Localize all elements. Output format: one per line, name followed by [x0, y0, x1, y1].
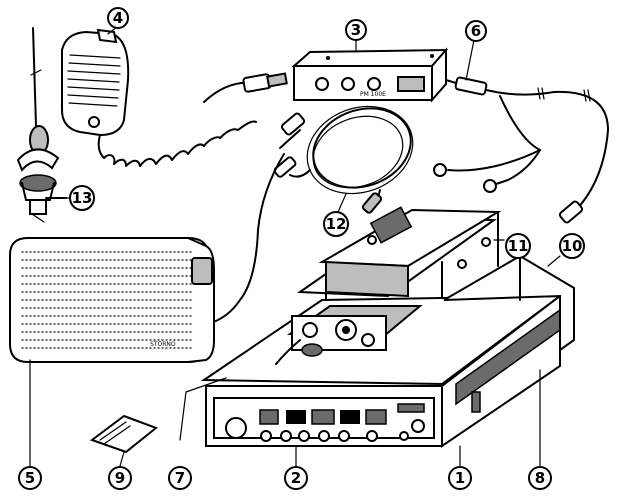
speaker-cable [207, 153, 285, 325]
microphone [61, 28, 130, 137]
accessory-packet [89, 414, 158, 454]
callout-6-label: 6 [471, 22, 481, 40]
callout-4-label: 4 [113, 9, 123, 27]
callout-13: 13 [69, 185, 95, 211]
callout-7-label: 7 [175, 469, 185, 487]
callout-leaders [29, 25, 561, 467]
remote-control-unit: PM 100E [291, 47, 488, 103]
callout-13-label: 13 [72, 189, 93, 207]
power-cable-6 [433, 87, 609, 224]
callout-12-label: 12 [326, 215, 347, 233]
callout-2: 2 [284, 466, 308, 490]
callout-12: 12 [323, 211, 349, 237]
callout-11: 11 [505, 233, 531, 259]
callout-6: 6 [465, 20, 487, 42]
callout-7: 7 [168, 466, 192, 490]
callout-8: 8 [528, 466, 552, 490]
callout-3: 3 [345, 19, 367, 41]
callout-10: 10 [559, 233, 585, 259]
callout-5: 5 [18, 466, 42, 490]
antenna [16, 27, 67, 223]
microphone-coiled-cord [97, 72, 288, 167]
callout-1: 1 [448, 466, 472, 490]
microphone-grille [67, 54, 121, 107]
coiled-cable-12 [273, 105, 414, 214]
callout-3-label: 3 [351, 21, 361, 39]
callout-8-label: 8 [535, 469, 545, 487]
callout-9: 9 [108, 466, 132, 490]
mounting-frame [297, 206, 502, 329]
remote-unit-label: PM 100E [360, 91, 386, 98]
callout-7-leader [179, 377, 227, 441]
speaker-brand-label: STORNO [150, 341, 176, 348]
callout-10-label: 10 [562, 237, 583, 255]
callout-9-label: 9 [115, 469, 125, 487]
main-radio-unit [200, 254, 575, 448]
speaker-grille [21, 251, 195, 349]
callout-1-label: 1 [455, 469, 465, 487]
callout-11-label: 11 [508, 237, 529, 255]
loudspeaker: STORNO [9, 237, 215, 363]
callout-2-label: 2 [291, 469, 301, 487]
callout-5-label: 5 [25, 469, 35, 487]
callout-4: 4 [107, 7, 129, 29]
